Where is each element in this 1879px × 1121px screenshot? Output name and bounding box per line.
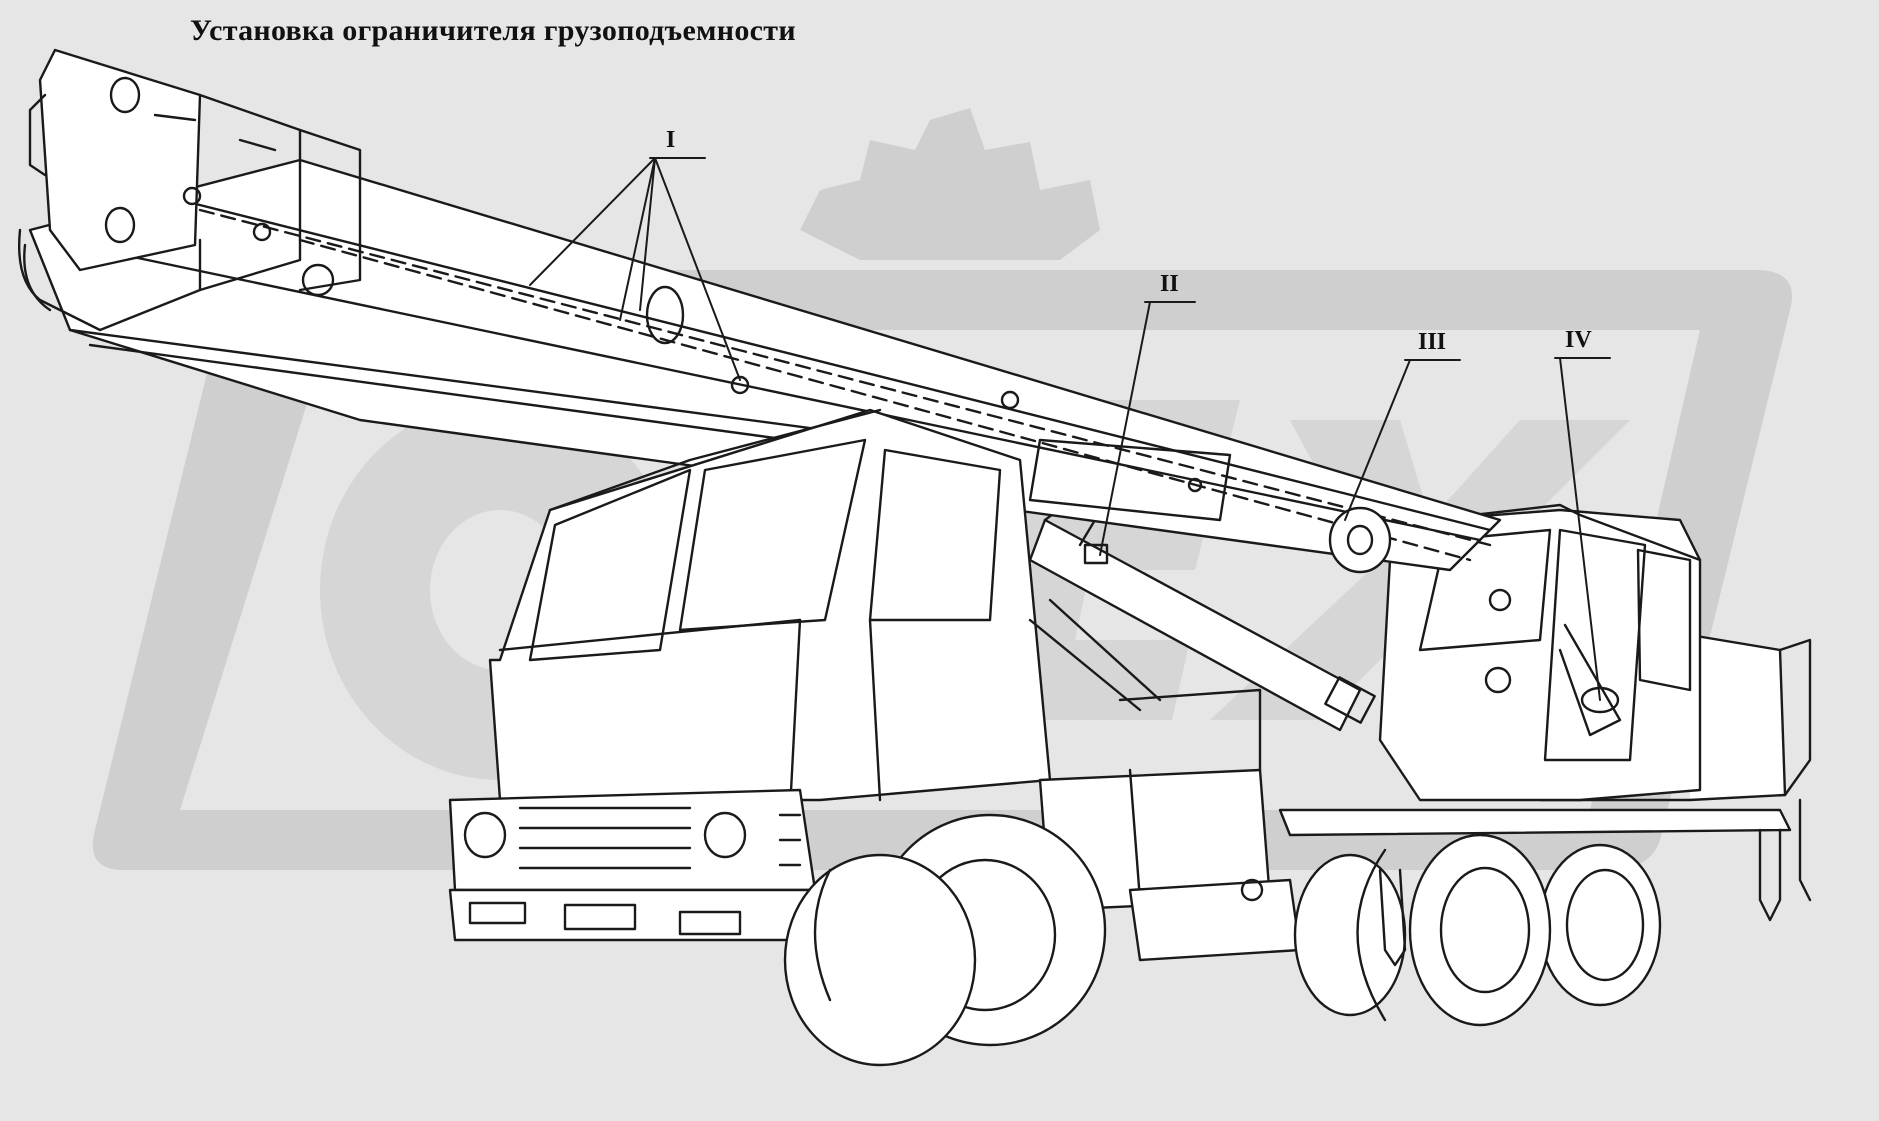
rear-wheels [1293,833,1662,1027]
callout-label-iii: III [1418,329,1447,355]
line-art [18,48,1812,1067]
boom-head [18,48,362,332]
truck-cab [488,408,1052,812]
callout-label-i: I [666,127,676,153]
page-title: Установка ограничителя грузоподъемности [190,14,796,47]
leader-III [1344,359,1411,521]
leader-lines [529,157,1611,701]
leader-I-4 [654,157,741,381]
side-body [1028,598,1302,962]
callout-label-iv: IV [1565,327,1592,353]
leader-II [1099,301,1151,556]
watermark-gear [800,108,1100,260]
leader-I-3 [639,157,656,311]
outriggers [1378,798,1812,967]
front-wheel [783,813,1107,1067]
truck-front [448,788,892,987]
leader-IV [1559,357,1601,701]
callout-label-ii: II [1160,271,1179,297]
leader-I-1 [529,157,656,286]
leader-I-2 [619,157,656,321]
operator-cab [1378,503,1702,802]
